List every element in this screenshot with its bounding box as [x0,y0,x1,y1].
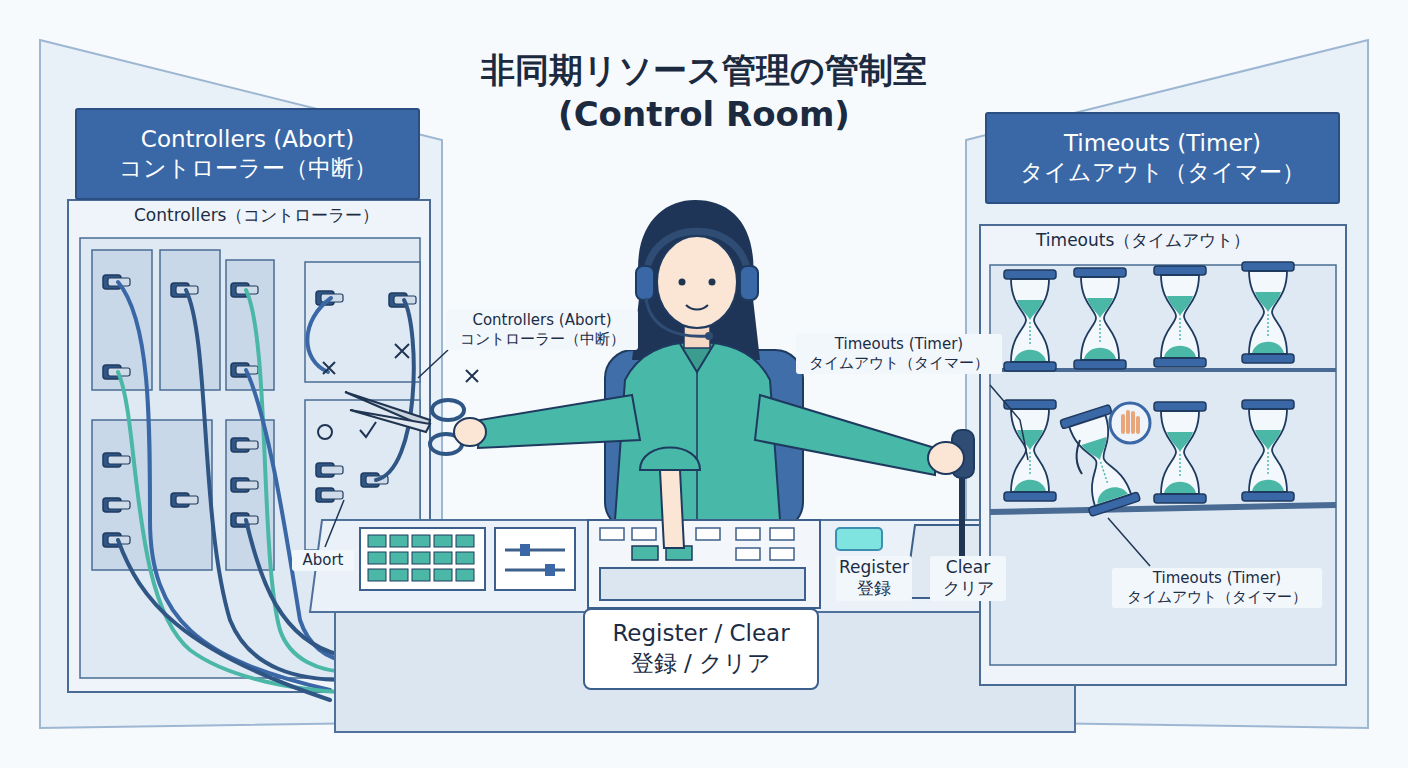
panel-subtitle: Controllers（コントローラー） [130,203,383,227]
control-label: Clear クリア [930,556,1006,601]
panel-subtitle: Timeouts（タイムアウト） [1032,228,1254,252]
desk-sign: Register / Clear 登録 / クリア [583,608,819,690]
control-panel: Controllers (Abort) コントローラー（中断） Controlle… [40,100,450,725]
callout-label: Timeouts (Timer) タイムアウト（タイマー） [796,334,1002,374]
callout-label: Controllers (Abort) コントローラー（中断） [446,310,638,350]
sign-box: Register / Clear 登録 / クリア [583,608,819,690]
callout-label: Abort [292,550,354,571]
callout-label: Timeouts (Timer) タイムアウト（タイマー） [1112,568,1322,608]
panel-header: Timeouts (Timer) タイムアウト（タイマー） [985,112,1340,204]
control-label: Register 登録 [836,556,912,601]
panel-header: Controllers (Abort) コントローラー（中断） [75,108,420,200]
control-panel: Timeouts (Timer) タイムアウト（タイマー） Timeouts（タイ… [960,100,1370,725]
diagram-title: 非同期リソース管理の管制室 (Control Room) [414,48,994,136]
